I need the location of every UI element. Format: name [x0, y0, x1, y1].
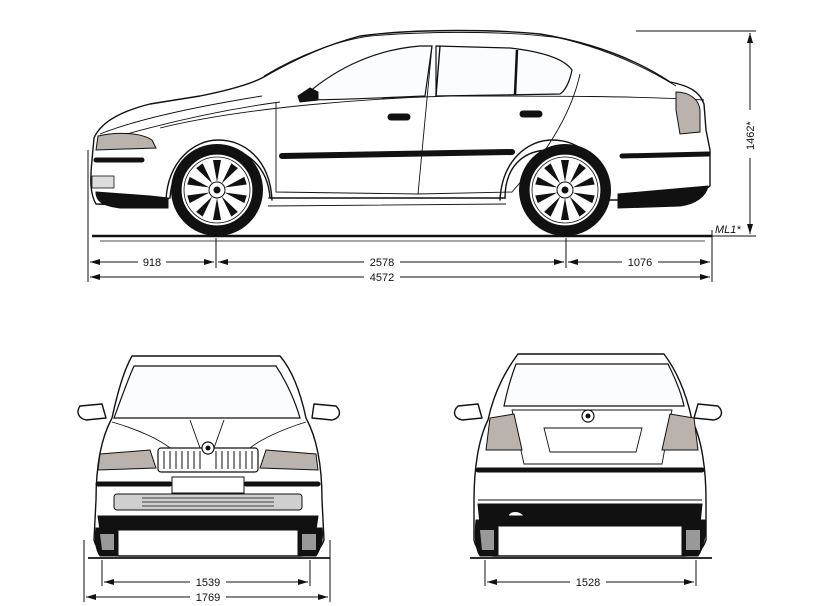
rear-door-handle	[519, 110, 543, 118]
windshield	[113, 365, 301, 419]
front-view: 1539 1769	[77, 355, 341, 604]
front-wheel	[170, 143, 264, 237]
side-molding	[279, 149, 515, 159]
front-right-headlight	[259, 449, 319, 471]
side-view: 918 2578 1076 4572 1462* ML1*	[87, 29, 758, 284]
rear-view: 1528	[453, 353, 723, 589]
rear-right-mirror	[693, 403, 723, 421]
left-mirror	[77, 403, 107, 421]
taillight	[675, 91, 701, 135]
front-door	[275, 45, 433, 195]
front-license-plate	[171, 476, 245, 494]
headlight	[95, 132, 157, 151]
rear-window	[435, 45, 573, 97]
front-window	[298, 45, 433, 101]
rear-left-mirror	[453, 403, 483, 421]
rear-track-label: 1528	[576, 577, 600, 589]
rear-license-plate	[543, 427, 643, 453]
rear-overhang-label: 1076	[628, 257, 652, 269]
overall-length-label: 4572	[370, 272, 394, 284]
front-left-headlight	[97, 449, 157, 471]
rear-door	[417, 73, 581, 195]
front-door-handle	[387, 113, 411, 121]
wheelbase-label: 2578	[370, 257, 394, 269]
rear-right-taillight	[661, 413, 699, 451]
right-mirror	[311, 403, 341, 421]
height-label: 1462*	[745, 121, 757, 150]
rear-left-taillight	[485, 413, 523, 451]
front-overhang-label: 918	[143, 257, 161, 269]
front-track-label: 1539	[196, 577, 220, 589]
overall-width-label: 1769	[196, 592, 220, 604]
height-reference-label: ML1*	[715, 224, 741, 236]
side-mirror	[297, 87, 319, 103]
rear-window	[503, 363, 685, 407]
rear-wheel	[518, 143, 612, 237]
